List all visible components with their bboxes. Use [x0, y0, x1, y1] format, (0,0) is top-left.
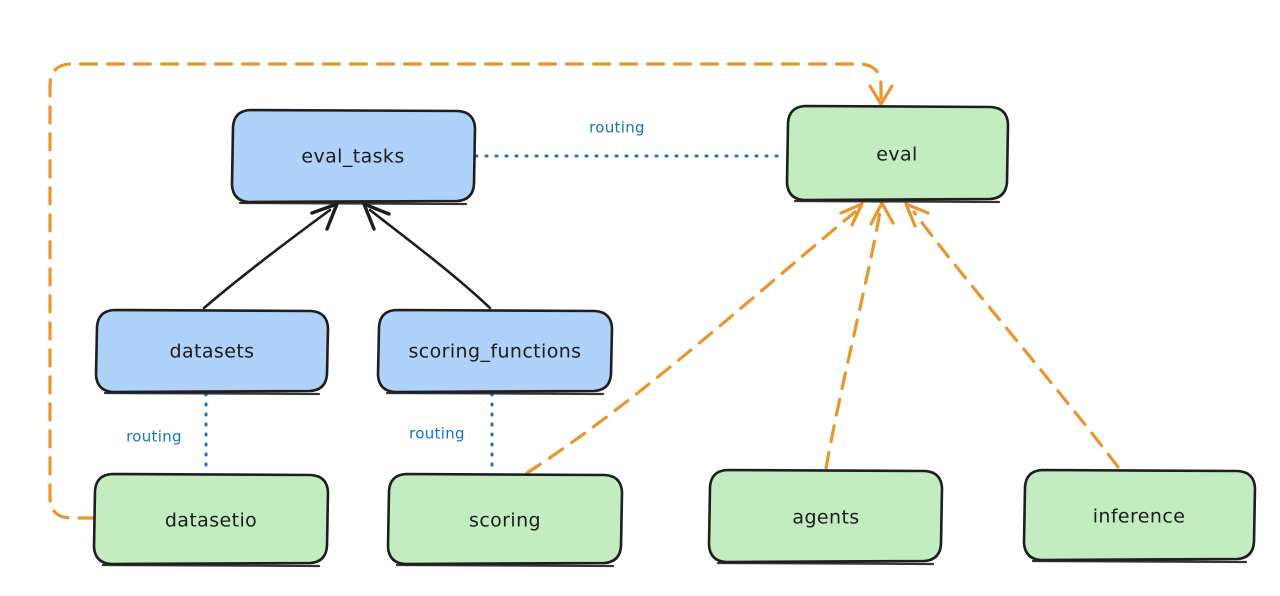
edge-agents-eval — [824, 201, 895, 470]
edge-scoring-eval — [525, 202, 864, 475]
node-datasets[interactable]: datasets — [94, 308, 330, 396]
node-inference[interactable]: inference — [1022, 468, 1257, 564]
node-label-inference: inference — [1093, 506, 1186, 528]
edge-label-routing-scoring: routing — [409, 425, 465, 443]
edge-eval-tasks-eval: routing — [474, 119, 787, 158]
node-label-scoring: scoring — [469, 510, 541, 532]
edge-datasets-datasetio: routing — [126, 392, 208, 474]
node-eval[interactable]: eval — [785, 104, 1010, 204]
edge-label-routing-datasetio: routing — [126, 428, 182, 446]
edge-datasets-eval-tasks — [202, 202, 339, 310]
node-datasetio[interactable]: datasetio — [92, 472, 330, 568]
node-label-eval-tasks: eval_tasks — [301, 146, 404, 168]
edge-label-routing-eval: routing — [589, 119, 645, 137]
node-scoring-functions[interactable]: scoring_functions — [376, 308, 614, 396]
edge-scoring-functions-eval-tasks — [362, 202, 492, 310]
edge-datasetio-eval — [48, 62, 894, 520]
node-agents[interactable]: agents — [707, 468, 944, 566]
edge-scoring-functions-scoring: routing — [409, 392, 494, 474]
node-label-scoring-functions: scoring_functions — [409, 341, 582, 363]
node-label-eval: eval — [876, 144, 917, 166]
node-eval-tasks[interactable]: eval_tasks — [230, 108, 477, 206]
edge-inference-eval — [904, 202, 1120, 469]
node-label-agents: agents — [792, 507, 859, 529]
node-scoring[interactable]: scoring — [386, 472, 624, 568]
node-label-datasets: datasets — [170, 341, 255, 363]
node-label-datasetio: datasetio — [165, 510, 257, 532]
